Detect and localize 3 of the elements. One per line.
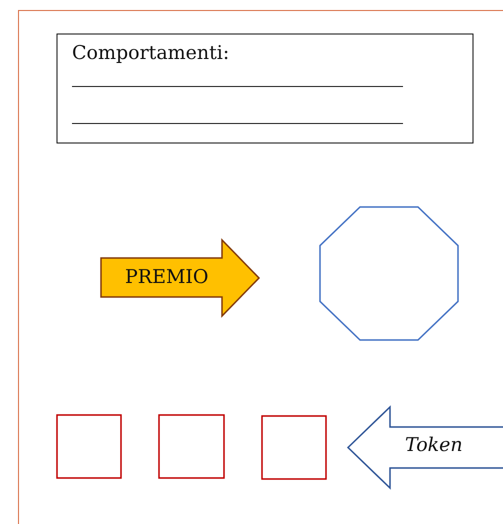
node-label: Token <box>405 434 463 456</box>
node-label: PREMIO <box>125 266 208 288</box>
node-label: Comportamenti: <box>72 42 230 64</box>
